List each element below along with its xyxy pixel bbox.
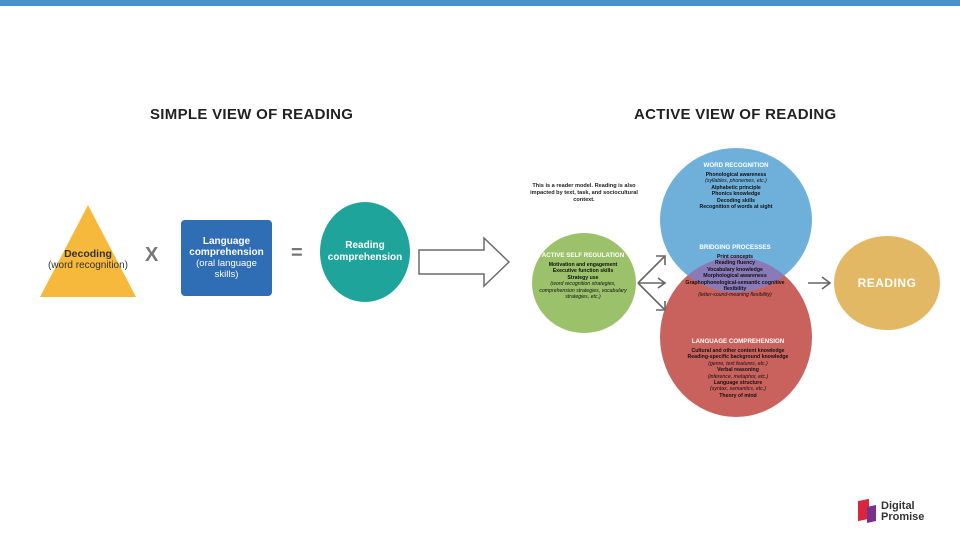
equals-operator: = [291, 242, 303, 264]
language-comprehension-circle [660, 257, 812, 417]
lc-item-4: Language structure [713, 380, 763, 387]
lc-item-5: Theory of mind [719, 392, 757, 399]
reading-comprehension-circle: Reading comprehension [320, 202, 410, 302]
bp-item-5-sub: (letter-sound-meaning flexibility) [698, 292, 772, 299]
top-accent-bar [0, 0, 960, 6]
active-view-heading: ACTIVE VIEW OF READING [634, 106, 837, 123]
simple-view-heading: SIMPLE VIEW OF READING [150, 106, 354, 123]
decoding-title: Decoding [64, 248, 112, 260]
asr-item-3: Strategy use [567, 274, 599, 281]
block-arrow [418, 236, 511, 288]
wr-item-1-sub: (syllables, phonemes, etc.) [705, 178, 767, 185]
lc-item-1: Cultural and other content knowledge [691, 348, 785, 354]
decoding-triangle [40, 205, 136, 297]
asr-item-1: Motivation and engagement [548, 262, 618, 268]
reading-circle [834, 236, 940, 330]
logo-wordmark: Digital Promise [881, 501, 924, 523]
self-regulation-content: ACTIVE SELF REGULATION Motivation and en… [532, 252, 634, 300]
digital-promise-logo: Digital Promise [858, 498, 924, 524]
wr-item-5: Recognition of words at sight [699, 204, 773, 211]
language-box-subtitle: (oral language skills) [196, 258, 257, 280]
bp-item-3: Vocabulary knowledge [707, 266, 763, 273]
reading-comprehension-label: Reading comprehension [327, 240, 403, 263]
wr-item-2: Alphabetic principle [711, 184, 761, 191]
word-recognition-circle [660, 148, 812, 292]
connector-arrows [637, 255, 832, 311]
self-regulation-circle [532, 233, 636, 333]
decoding-label: Decoding (word recognition) [40, 248, 136, 272]
word-recognition-title: WORD RECOGNITION [703, 162, 769, 169]
times-operator: X [145, 244, 159, 266]
bp-item-2: Reading fluency [714, 260, 756, 267]
lc-item-3: Verbal reasoning [717, 367, 759, 374]
wr-item-4: Decoding skills [716, 197, 756, 204]
language-comprehension-title: LANGUAGE COMPREHENSION [691, 338, 785, 345]
reader-model-note: This is a reader model. Reading is also … [530, 183, 638, 203]
lc-item-4-sub: (syntax, semantics, etc.) [710, 386, 766, 393]
lc-item-2-sub: (genre, text features, etc.) [708, 360, 768, 367]
logo-line-2: Promise [881, 511, 925, 523]
wr-item-1: Phonological awareness [705, 172, 767, 178]
bp-item-1: Print concepts [716, 254, 754, 260]
bp-item-4: Morphological awareness [703, 273, 767, 280]
language-box-title: Language comprehension [189, 236, 264, 258]
word-recognition-content: WORD RECOGNITION Phonological awareness … [672, 162, 800, 210]
bridging-processes-content: BRIDGING PROCESSES Print concepts Readin… [680, 244, 790, 299]
bp-item-5: Graphophonological-semantic cognitive fl… [685, 279, 785, 293]
wr-item-3: Phonics knowledge [711, 191, 761, 198]
decoding-subtitle: (word recognition) [47, 260, 129, 271]
logo-line-1: Digital [881, 500, 915, 512]
asr-item-2: Executive function skills [552, 268, 614, 275]
lc-item-2: Reading-specific background knowledge [687, 354, 789, 361]
bridging-title: BRIDGING PROCESSES [699, 244, 771, 251]
language-comprehension-box: Language comprehension (oral language sk… [181, 220, 272, 296]
asr-item-3-sub: (word recognition strategies, comprehens… [539, 281, 627, 301]
lc-item-3-sub: (inference, metaphor, etc.) [707, 373, 769, 380]
language-comprehension-content: LANGUAGE COMPREHENSION Cultural and othe… [672, 338, 804, 399]
logo-mark-icon [858, 498, 878, 524]
reading-result-label: READING [857, 276, 917, 290]
self-regulation-title: ACTIVE SELF REGULATION [541, 252, 625, 259]
